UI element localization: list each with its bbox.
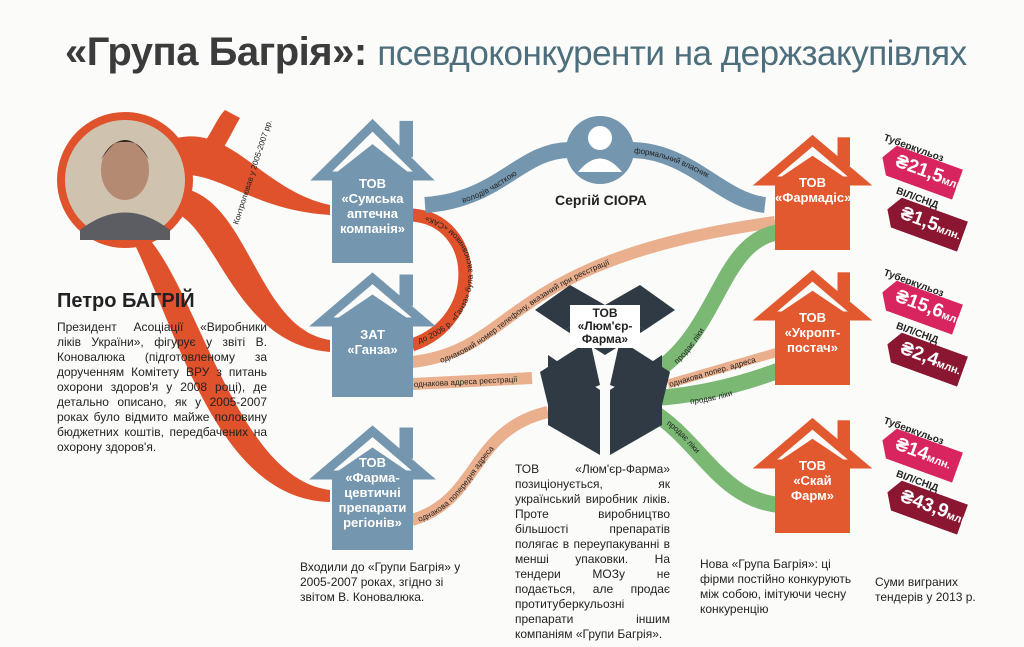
house-old_group-0: ТОВ«Сумська аптечна компанія» xyxy=(305,118,440,263)
person-name-bagriy: Петро БАГРІЙ xyxy=(57,290,195,312)
center-company-description: ТОВ «Люм'єр-Фарма» позиціонується, як ук… xyxy=(515,462,670,641)
title-main: «Група Багрія»: xyxy=(65,30,367,74)
person-bio: Президент Асоціації «Виробники ліків Укр… xyxy=(57,320,267,454)
formal-owner-link xyxy=(629,142,767,213)
house-icon xyxy=(752,418,873,533)
sells-links xyxy=(645,224,783,513)
title-sub: псевдоконкуренти на держзакупівлях xyxy=(377,34,967,73)
same-address-link xyxy=(411,372,533,390)
house-type: ТОВ xyxy=(798,458,827,473)
house-icon xyxy=(752,270,873,385)
owned-share-link xyxy=(424,142,571,213)
house-name: «Сумська аптечна компанія» xyxy=(339,191,406,236)
house-icon xyxy=(308,272,437,397)
house-icon xyxy=(308,425,437,550)
house-name: «Скай Фарм» xyxy=(791,473,834,503)
house-old_group-2: ТОВ«Фарма-цевтичні препарати регіонів» xyxy=(305,425,440,550)
house-name: «Фармадіс» xyxy=(775,190,852,205)
page-title: «Група Багрія»: псевдоконкуренти на держ… xyxy=(65,30,967,75)
house-type: ЗАТ xyxy=(360,327,385,342)
house-name: «Ганза» xyxy=(347,342,398,357)
house-type: ТОВ xyxy=(358,176,387,191)
house-name: «Укропт-постач» xyxy=(784,325,841,355)
house-new_group-2: ТОВ«Скай Фарм» xyxy=(750,418,875,533)
house-type: ТОВ xyxy=(358,455,387,470)
center-company-name: «Люм'єр-Фарма» xyxy=(577,319,633,346)
house-new_group-0: ТОВ«Фармадіс» xyxy=(750,135,875,250)
house-new_group-1: ТОВ«Укропт-постач» xyxy=(750,270,875,385)
center-company: ТОВ«Люм'єр-Фарма» xyxy=(570,305,640,348)
house-name: «Фарма-цевтичні препарати регіонів» xyxy=(338,470,407,530)
center-company-type: ТОВ xyxy=(592,306,618,320)
controlled-links xyxy=(135,110,330,502)
caption-old-group: Входили до «Групи Багрія» у 2005-2007 ро… xyxy=(300,560,461,604)
sak-link xyxy=(409,208,472,352)
house-icon xyxy=(752,135,873,250)
house-old_group-1: ЗАТ«Ганза» xyxy=(305,272,440,397)
person-icon xyxy=(566,116,634,184)
house-type: ТОВ xyxy=(798,310,827,325)
same-prev-address-short-link xyxy=(666,347,780,389)
same-prev-address-link xyxy=(410,406,550,526)
caption-sums: Суми виграних тендерів у 2013 р. xyxy=(875,575,976,604)
same-phone-link xyxy=(411,216,776,368)
caption-new-group: Нова «Група Багрія»: ці фірми постійно к… xyxy=(700,557,852,616)
person-name-siora: Сергій СІОРА xyxy=(555,192,647,208)
house-type: ТОВ xyxy=(798,175,827,190)
house-icon xyxy=(310,118,435,263)
